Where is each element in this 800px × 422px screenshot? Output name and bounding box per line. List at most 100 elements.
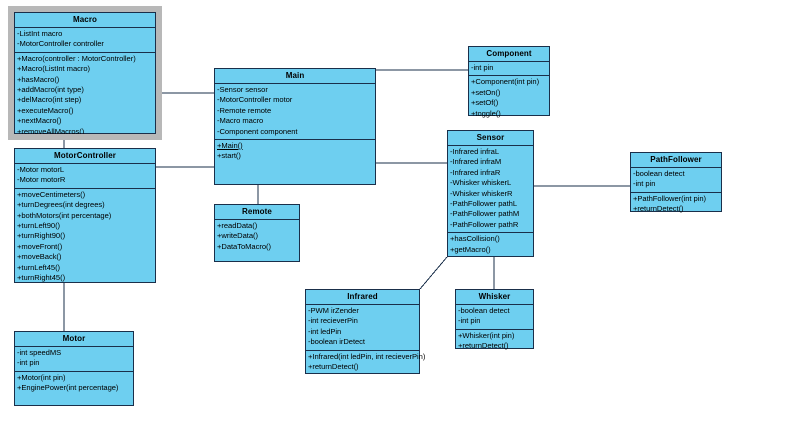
attribute: -Infrared infraR <box>450 167 501 177</box>
attribute: -PWM irZender <box>308 306 359 315</box>
attributes-section-macro: -ListInt macro-MotorController controlle… <box>15 28 155 53</box>
method: +turnLeft45() <box>17 262 61 272</box>
uml-class-motorcontroller[interactable]: MotorController-Motor motorL-Motor motor… <box>14 148 156 283</box>
class-name-infrared: Infrared <box>306 290 419 305</box>
uml-class-infrared[interactable]: Infrared-PWM irZender-int recieverPin-in… <box>305 289 426 375</box>
method: +delMacro(int step) <box>17 95 82 105</box>
attributes-section-infrared: -PWM irZender-int recieverPin-int ledPin… <box>306 305 419 351</box>
attribute: -MotorController controller <box>17 39 104 49</box>
method: +getMacro() <box>450 244 491 254</box>
method: +PathFollower(int pin) <box>633 193 706 203</box>
method: +turnDegrees(int degrees) <box>17 200 105 210</box>
methods-section-whisker: +Whisker(int pin)+returnDetect() <box>456 330 533 354</box>
class-name-motorcontroller: MotorController <box>15 149 155 164</box>
attribute: -PathFollower pathM <box>450 209 520 219</box>
attribute: -Infrared infraM <box>450 157 502 167</box>
attribute: -Motor motorL <box>17 165 65 174</box>
attribute: -PathFollower pathL <box>450 199 518 209</box>
attribute: -Sensor sensor <box>217 85 268 94</box>
method: +returnDetect() <box>458 341 509 351</box>
attributes-section-main: -Sensor sensor-MotorController motor-Rem… <box>215 84 375 141</box>
class-name-macro: Macro <box>15 13 155 28</box>
methods-section-motor: +Motor(int pin)+EnginePower(int percenta… <box>15 372 133 405</box>
uml-class-main[interactable]: Main-Sensor sensor-MotorController motor… <box>214 68 376 185</box>
attributes-section-component: -int pin <box>469 62 549 77</box>
method: +nextMacro() <box>17 116 62 126</box>
class-name-whisker: Whisker <box>456 290 533 305</box>
attribute: -int pin <box>17 358 40 368</box>
method: +EnginePower(int percentage) <box>17 383 119 393</box>
attribute: -ListInt macro <box>17 29 63 38</box>
method: +readData() <box>217 221 258 230</box>
uml-class-whisker[interactable]: Whisker-boolean detect-int pin+Whisker(i… <box>455 289 534 350</box>
method: +moveFront() <box>17 241 63 251</box>
method: +Macro(ListInt macro) <box>17 64 91 74</box>
attribute: -Whisker whiskerR <box>450 188 513 198</box>
method: +start() <box>217 151 241 161</box>
static-method: +Main() <box>217 141 243 151</box>
method: +Infrared(int ledPin, int recieverPin) <box>308 351 426 361</box>
method: +Whisker(int pin) <box>458 330 515 340</box>
method: +setOn() <box>471 87 501 97</box>
methods-section-sensor: +hasCollision()+getMacro() <box>448 233 533 257</box>
attribute: -PathFollower pathR <box>450 219 519 229</box>
method: +hasCollision() <box>450 234 500 244</box>
methods-section-main: +Main()+start() <box>215 140 375 184</box>
methods-section-pathfollower: +PathFollower(int pin)+returnDetect() <box>631 193 721 217</box>
class-name-sensor: Sensor <box>448 131 533 146</box>
method: +writeData() <box>217 231 258 241</box>
attributes-section-whisker: -boolean detect-int pin <box>456 305 533 330</box>
attribute: -int recieverPin <box>308 316 358 326</box>
methods-section-infrared: +Infrared(int ledPin, int recieverPin)+r… <box>306 351 426 375</box>
methods-section-motorcontroller: +moveCentimeters()+turnDegrees(int degre… <box>15 189 155 286</box>
attribute: -int speedMS <box>17 348 62 357</box>
method: +Macro(controller : MotorController) <box>17 53 136 63</box>
attribute: -Infrared infraL <box>450 147 500 156</box>
methods-section-remote: +readData()+writeData()+DataToMacro() <box>215 220 299 261</box>
class-name-remote: Remote <box>215 205 299 220</box>
uml-class-pathfollower[interactable]: PathFollower-boolean detect-int pin+Path… <box>630 152 722 213</box>
attribute: -Whisker whiskerL <box>450 178 512 188</box>
uml-class-sensor[interactable]: Sensor-Infrared infraL-Infrared infraM-I… <box>447 130 534 257</box>
method: +toggle() <box>471 108 501 118</box>
attributes-section-motorcontroller: -Motor motorL-Motor motorR <box>15 164 155 189</box>
attribute: -Macro macro <box>217 116 264 126</box>
method: +setOf() <box>471 98 499 108</box>
method: +moveBack() <box>17 252 62 262</box>
attribute: -int pin <box>471 63 494 72</box>
uml-class-macro[interactable]: Macro-ListInt macro-MotorController cont… <box>9 7 161 139</box>
method: +executeMacro() <box>17 105 74 115</box>
attribute: -int pin <box>633 179 656 189</box>
attribute: -Component component <box>217 126 298 136</box>
attribute: -Remote remote <box>217 105 272 115</box>
method: +returnDetect() <box>308 362 359 372</box>
attributes-section-sensor: -Infrared infraL-Infrared infraM-Infrare… <box>448 146 533 234</box>
attribute: -int pin <box>458 316 481 326</box>
uml-class-component[interactable]: Component-int pin+Component(int pin)+set… <box>468 46 550 118</box>
method: +turnRight90() <box>17 231 66 241</box>
method: +returnDetect() <box>633 204 684 214</box>
attributes-section-pathfollower: -boolean detect-int pin <box>631 168 721 193</box>
uml-class-remote[interactable]: Remote+readData()+writeData()+DataToMacr… <box>214 204 300 262</box>
method: +addMacro(int type) <box>17 85 84 95</box>
attributes-section-motor: -int speedMS-int pin <box>15 347 133 372</box>
method: +removeAllMacros() <box>17 126 85 136</box>
method: +hasMacro() <box>17 74 60 84</box>
method: +DataToMacro() <box>217 241 271 251</box>
attribute: -Motor motorR <box>17 175 66 185</box>
method: +Motor(int pin) <box>17 372 66 382</box>
uml-class-motor[interactable]: Motor-int speedMS-int pin+Motor(int pin)… <box>14 331 134 406</box>
methods-section-macro: +Macro(controller : MotorController)+Mac… <box>15 53 155 139</box>
class-name-component: Component <box>469 47 549 62</box>
class-name-motor: Motor <box>15 332 133 347</box>
class-name-main: Main <box>215 69 375 84</box>
attribute: -int ledPin <box>308 326 342 336</box>
method: +bothMotors(int percentage) <box>17 210 112 220</box>
method: +Component(int pin) <box>471 77 540 87</box>
attribute: -boolean irDetect <box>308 337 365 347</box>
methods-section-component: +Component(int pin)+setOn()+setOf()+togg… <box>469 76 549 121</box>
attribute: -MotorController motor <box>217 95 293 105</box>
attribute: -boolean detect <box>458 306 510 315</box>
class-name-pathfollower: PathFollower <box>631 153 721 168</box>
